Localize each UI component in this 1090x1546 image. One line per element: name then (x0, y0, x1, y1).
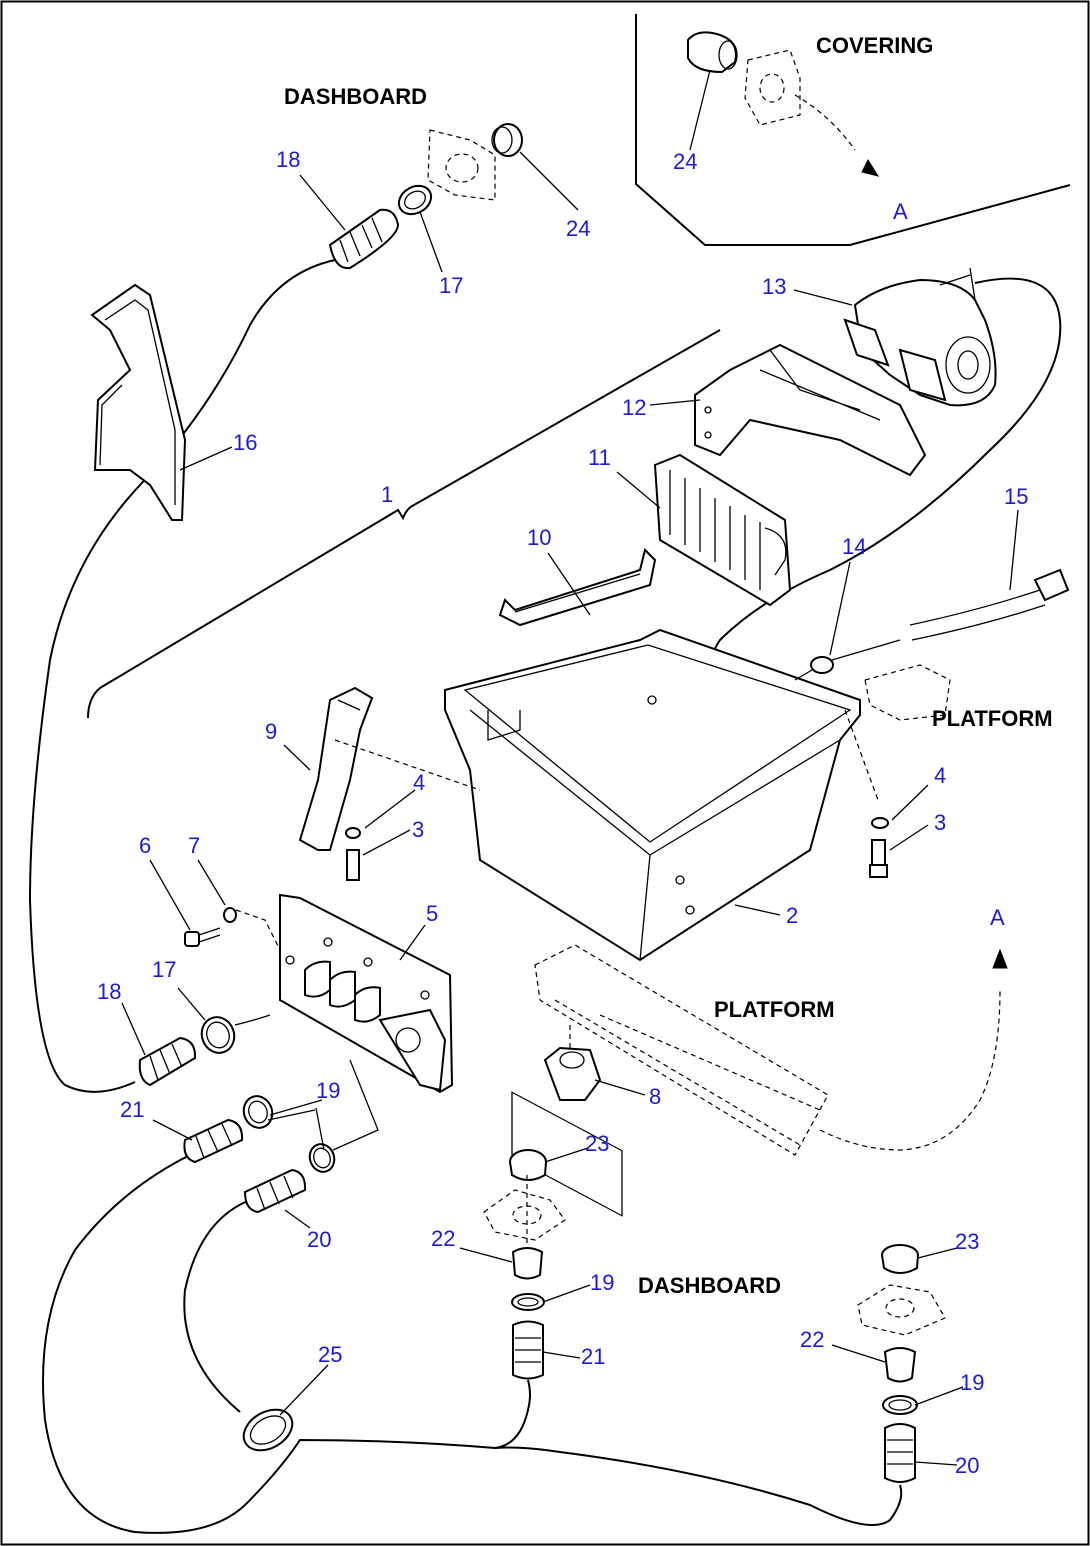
part-3-4-bolt-left (334, 739, 481, 881)
callout-3: 3 (412, 817, 424, 842)
part-13-blower (843, 267, 997, 407)
callout-6: 6 (139, 833, 151, 858)
part-14-grommet (794, 639, 901, 681)
part-5-valve-plate (279, 893, 454, 1094)
part-16-bracket (90, 283, 187, 521)
part-19-clamp-upper (242, 1095, 274, 1129)
view-a-marker-top: A (893, 199, 908, 224)
callout-19: 19 (316, 1078, 340, 1103)
callout-23: 23 (955, 1229, 979, 1254)
part-18-hose-top (328, 208, 400, 270)
part-21-hose-left (183, 1118, 244, 1164)
callout-4: 4 (934, 763, 946, 788)
covering-cap (687, 31, 880, 177)
part-25-clamp (242, 1408, 294, 1452)
callout-12: 12 (622, 395, 646, 420)
part-19-clamp-lower (267, 1059, 379, 1173)
callout-16: 16 (233, 430, 257, 455)
platform-rail (534, 944, 829, 1156)
callout-24: 24 (566, 216, 590, 241)
callout-21: 21 (581, 1344, 605, 1369)
callout-5: 5 (426, 901, 438, 926)
callout-2: 2 (786, 903, 798, 928)
callout-11: 11 (588, 445, 611, 470)
covering-inset (635, 14, 1071, 246)
callout-1: 1 (381, 482, 393, 507)
label-platform-mid: PLATFORM (714, 997, 835, 1022)
callout-7: 7 (188, 833, 200, 858)
label-dashboard-bottom: DASHBOARD (638, 1273, 781, 1298)
callout-18: 18 (97, 979, 121, 1004)
view-a-marker-right: A (990, 905, 1005, 930)
callout-17: 17 (439, 273, 463, 298)
callout-8: 8 (649, 1084, 661, 1109)
callout-24: 24 (673, 149, 697, 174)
leader-lines (121, 69, 1019, 1466)
platform-gasket-right (864, 664, 951, 721)
part-20-hose-left (243, 1168, 307, 1214)
part-11-heater-core (653, 453, 792, 607)
platform-outline (87, 329, 721, 719)
callout-23: 23 (585, 1131, 609, 1156)
part-12-bracket (694, 343, 927, 477)
label-dashboard-top: DASHBOARD (284, 84, 427, 109)
callout-14: 14 (842, 534, 866, 559)
part-9-bracket (298, 686, 374, 851)
callout-20: 20 (307, 1227, 331, 1252)
label-platform-right: PLATFORM (932, 706, 1053, 731)
part-8-grommet (543, 1025, 602, 1101)
callout-15: 15 (1004, 484, 1028, 509)
callout-3: 3 (934, 810, 946, 835)
callout-21: 21 (120, 1097, 144, 1122)
callout-22: 22 (800, 1327, 824, 1352)
callout-18: 18 (276, 147, 300, 172)
callout-13: 13 (762, 274, 786, 299)
part-17-clamp-left (200, 1014, 271, 1054)
center-stack (483, 1149, 566, 1380)
label-covering: COVERING (816, 33, 933, 58)
part-2-housing-box (444, 628, 861, 1217)
callout-20: 20 (955, 1453, 979, 1478)
callout-25: 25 (318, 1342, 342, 1367)
right-stack (857, 1244, 946, 1483)
part-18-hose-left (138, 1036, 197, 1087)
callout-19: 19 (590, 1270, 614, 1295)
callout-22: 22 (431, 1226, 455, 1251)
callout-19: 19 (960, 1370, 984, 1395)
part-17-clamp-top (397, 184, 433, 216)
part-6-screw (184, 927, 221, 947)
callout-9: 9 (265, 719, 277, 744)
part-3-4-bolt-right (844, 709, 889, 878)
dashboard-plate-top (427, 123, 523, 201)
callout-4: 4 (413, 770, 425, 795)
part-15-harness (909, 568, 1070, 641)
part-7-washer (223, 907, 281, 951)
part-10-seal-strip (498, 548, 657, 627)
callout-17: 17 (152, 957, 176, 982)
callout-10: 10 (527, 525, 551, 550)
